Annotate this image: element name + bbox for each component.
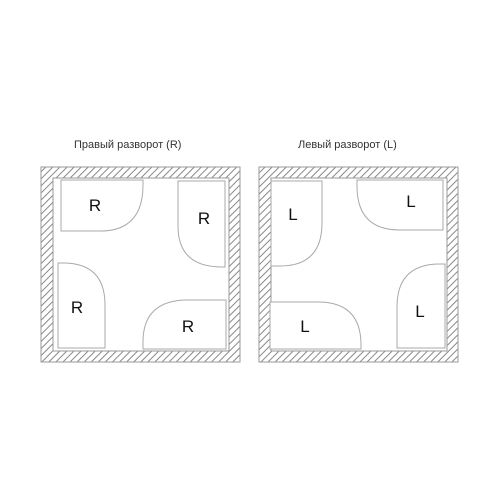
panel-right-swing: R R R R (40, 166, 241, 363)
hatched-wall-frame (258, 166, 459, 363)
door-shape-bottom-right (142, 299, 227, 350)
door-shape-top-left (60, 179, 144, 232)
door-letter-top-left: L (288, 205, 297, 224)
door-letter-top-left: R (89, 196, 101, 215)
door-letter-bottom-right: L (415, 302, 424, 321)
door-letter-bottom-left: L (300, 317, 309, 336)
door-shape-bottom-left (57, 262, 106, 349)
door-letter-bottom-left: R (71, 298, 83, 317)
panel-caption-left-swing: Левый разворот (L) (298, 139, 397, 151)
door-letter-top-right: R (198, 209, 210, 228)
door-shape-top-left (270, 180, 323, 267)
door-shape-bottom-right (396, 263, 446, 349)
door-letter-top-right: L (406, 192, 415, 211)
panel-left-swing: L L L L (258, 166, 459, 363)
door-shape-top-right (356, 179, 444, 231)
door-letter-bottom-right: R (182, 317, 194, 336)
door-shape-top-right (177, 180, 226, 268)
panel-caption-right-swing: Правый разворот (R) (74, 139, 182, 151)
door-shape-bottom-left (269, 301, 362, 350)
hatched-wall-frame (40, 166, 241, 363)
